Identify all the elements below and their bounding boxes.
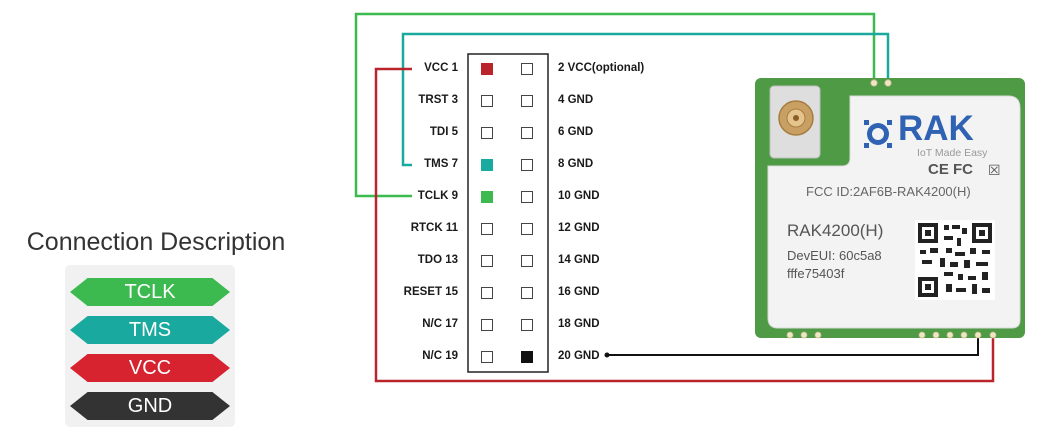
module-model: RAK4200(H)	[787, 221, 884, 240]
pin-square-right-6	[521, 255, 533, 267]
legend-tag-vcc: VCC	[70, 354, 230, 382]
pin-label-left-0: VCC 1	[424, 62, 458, 74]
module-brand: RAK	[898, 109, 974, 148]
legend-tag-tms: TMS	[70, 316, 230, 344]
pin-label-left-4: TCLK 9	[417, 190, 458, 202]
pin-square-right-1	[521, 95, 533, 107]
pin-label-left-1: TRST 3	[418, 94, 458, 106]
pin-label-left-9: N/C 19	[422, 350, 458, 362]
pin-square-left-2	[481, 127, 493, 139]
module-top-pads	[870, 79, 892, 87]
antenna-connector-pin	[793, 115, 799, 121]
module-fcc-id: FCC ID:2AF6B-RAK4200(H)	[806, 184, 971, 199]
pin-label-left-5: RTCK 11	[410, 222, 458, 234]
rak4200-module	[755, 78, 1025, 339]
legend-panel: TCLK TMS VCC GND	[65, 265, 235, 427]
pin-label-left-2: TDI 5	[429, 126, 458, 138]
pin-square-left-7	[481, 287, 493, 299]
module-cert-marks: CE FC	[928, 161, 973, 178]
wire-gnd	[607, 338, 979, 356]
wire-gnd-end-dot	[604, 352, 610, 358]
pin-label-right-4: 10 GND	[558, 190, 600, 202]
pin-square-right-3	[521, 159, 533, 171]
pin-label-left-6: TDO 13	[417, 254, 458, 266]
pin-square-right-5	[521, 223, 533, 235]
pin-square-left-3	[481, 159, 493, 171]
module-dev-eui-line1: DevEUI: 60c5a8	[787, 248, 882, 263]
pin-square-left-5	[481, 223, 493, 235]
pin-label-right-3: 8 GND	[558, 158, 594, 170]
module-bottom-pads	[786, 331, 997, 339]
pin-label-right-8: 18 GND	[558, 318, 600, 330]
module-tagline: IoT Made Easy	[917, 147, 988, 159]
legend-tag-tclk: TCLK	[70, 278, 230, 306]
pin-square-left-8	[481, 319, 493, 331]
pin-label-right-2: 6 GND	[558, 126, 594, 138]
pin-square-right-4	[521, 191, 533, 203]
wire-tms	[401, 32, 890, 167]
pin-label-left-3: TMS 7	[424, 158, 458, 170]
pin-label-right-0: 2 VCC(optional)	[558, 62, 645, 74]
pin-label-left-7: RESET 15	[403, 286, 458, 298]
jtag-header-outline	[467, 53, 549, 373]
weee-bin-icon: ☒	[988, 162, 1001, 178]
pin-square-left-0	[481, 63, 493, 75]
pin-square-left-4	[481, 191, 493, 203]
rak-logo-icon	[864, 120, 892, 148]
pin-label-right-7: 16 GND	[558, 286, 600, 298]
wire-tclk	[354, 12, 876, 198]
legend-title: Connection Description	[26, 228, 286, 256]
pin-label-right-1: 4 GND	[558, 94, 594, 106]
wire-vcc	[374, 67, 995, 383]
pin-square-left-9	[481, 351, 493, 363]
pin-label-right-6: 14 GND	[558, 254, 600, 266]
pin-square-left-1	[481, 95, 493, 107]
pin-square-right-9	[521, 351, 533, 363]
module-dev-eui-line2: fffe75403f	[787, 266, 845, 281]
qr-code-icon	[915, 220, 995, 300]
pin-square-right-0	[521, 63, 533, 75]
pin-label-left-8: N/C 17	[422, 318, 458, 330]
pin-label-right-9: 20 GND	[558, 350, 600, 362]
pin-square-left-6	[481, 255, 493, 267]
legend-tag-gnd: GND	[70, 392, 230, 420]
wires	[354, 12, 995, 383]
pin-square-right-2	[521, 127, 533, 139]
pin-square-right-8	[521, 319, 533, 331]
pin-square-right-7	[521, 287, 533, 299]
pin-label-right-5: 12 GND	[558, 222, 600, 234]
